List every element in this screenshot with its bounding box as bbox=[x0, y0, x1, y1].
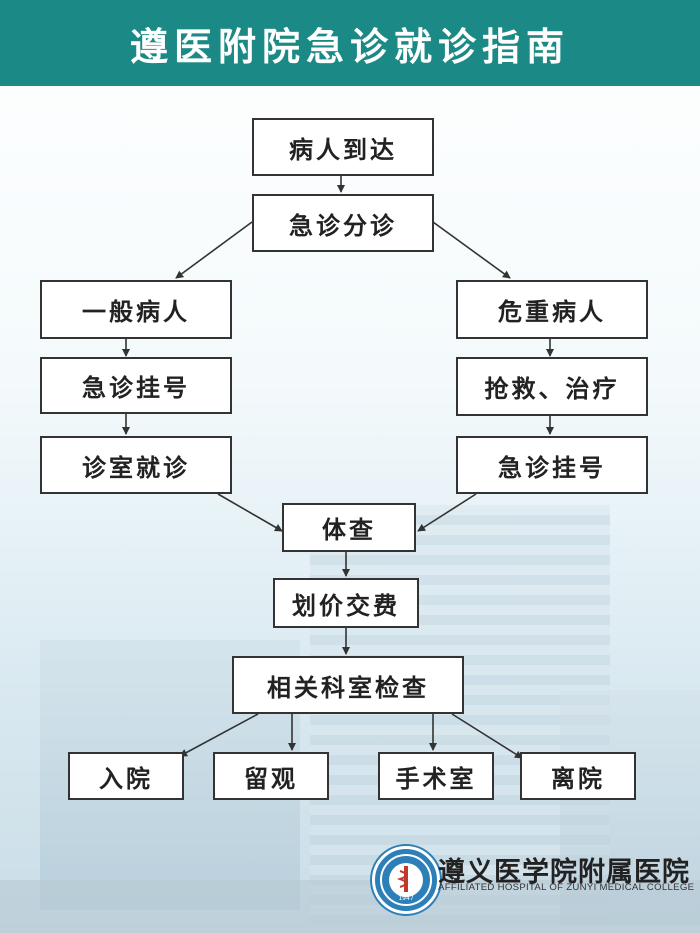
node-emergency-triage: 急诊分诊 bbox=[252, 194, 434, 252]
node-clinic-visit: 诊室就诊 bbox=[40, 436, 232, 494]
arrow-triage-critical bbox=[432, 221, 511, 279]
node-general-patient: 一般病人 bbox=[40, 280, 232, 339]
hospital-logo: 1947 bbox=[372, 846, 440, 914]
node-admission: 入院 bbox=[68, 752, 184, 800]
node-department-check: 相关科室检查 bbox=[232, 656, 464, 714]
node-payment: 划价交费 bbox=[273, 578, 419, 628]
arrow-register-exam bbox=[417, 493, 477, 532]
hospital-name-cn: 遵义医学院附属医院 bbox=[438, 857, 690, 888]
arrow-triage-general bbox=[175, 221, 253, 279]
page-title: 遵医附院急诊就诊指南 bbox=[0, 0, 700, 86]
node-operating-room: 手术室 bbox=[378, 752, 494, 800]
hospital-name-en: AFFILIATED HOSPITAL OF ZUNYI MEDICAL COL… bbox=[438, 882, 695, 893]
hospital-emblem-icon: 1947 bbox=[380, 854, 432, 906]
node-observation: 留观 bbox=[213, 752, 329, 800]
node-critical-registration: 急诊挂号 bbox=[456, 436, 648, 494]
arrow-dept-leave bbox=[451, 713, 523, 759]
node-discharge: 离院 bbox=[520, 752, 636, 800]
node-rescue-treatment: 抢救、治疗 bbox=[456, 357, 648, 416]
arrow-dept-admit bbox=[179, 713, 259, 757]
node-general-registration: 急诊挂号 bbox=[40, 357, 232, 414]
background-ground bbox=[0, 880, 700, 933]
node-critical-patient: 危重病人 bbox=[456, 280, 648, 339]
node-patient-arrival: 病人到达 bbox=[252, 118, 434, 176]
arrow-clinic-exam bbox=[217, 493, 283, 532]
node-physical-exam: 体查 bbox=[282, 503, 416, 552]
svg-text:1947: 1947 bbox=[398, 895, 413, 902]
